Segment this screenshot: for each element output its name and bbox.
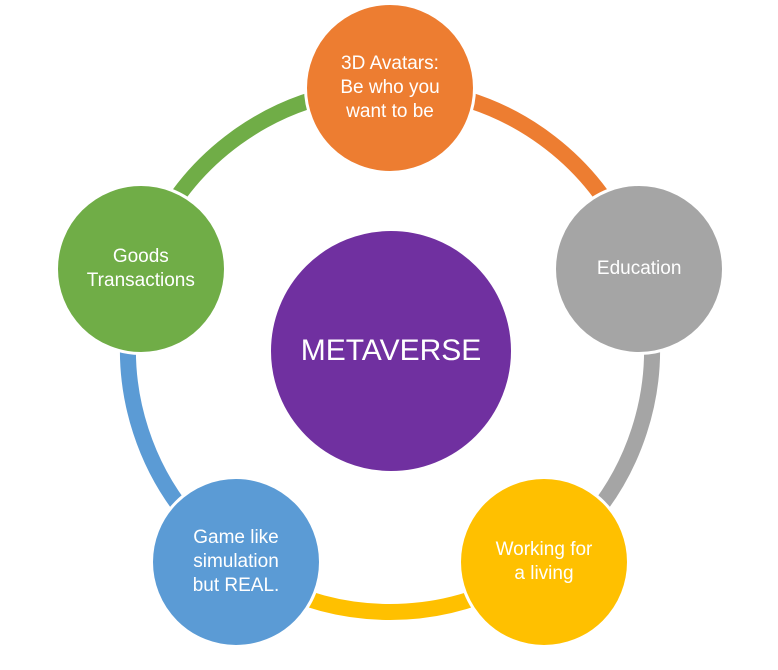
node-education: Education [553, 183, 726, 356]
node-label: 3D Avatars: Be who you want to be [340, 53, 440, 122]
node-goods-transactions: Goods Transactions [54, 183, 227, 356]
node-3d-avatars: 3D Avatars: Be who you want to be [304, 2, 476, 174]
node-game-like-simulation: Game like simulation but REAL. [150, 475, 322, 648]
center-node-metaverse: METAVERSE [268, 228, 514, 474]
node-label: Working for a living [495, 538, 593, 584]
node-working-for-a-living: Working for a living [457, 475, 630, 648]
center-label: METAVERSE [300, 334, 482, 367]
node-label: Goods Transactions [86, 246, 195, 292]
node-label: Game like simulation but REAL. [192, 526, 280, 596]
node-label: Education [596, 258, 682, 280]
